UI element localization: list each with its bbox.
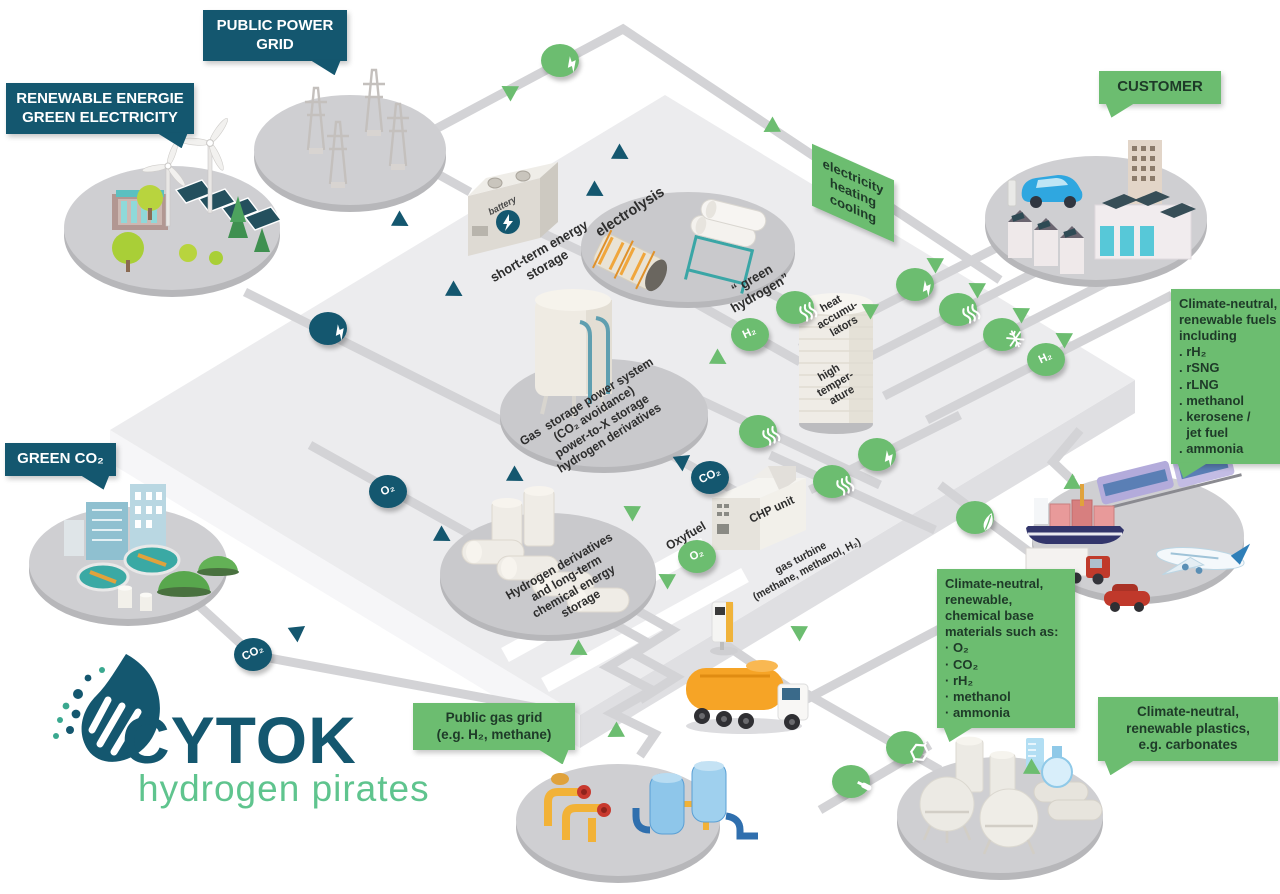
brand-name: CYTOK (122, 703, 357, 777)
callout-text: Public gas grid (e.g. H₂, methane) (436, 710, 552, 742)
trees-icon (112, 185, 270, 272)
fuel-dispenser-icon (710, 601, 738, 656)
battery-icon (468, 162, 558, 256)
callout-renewable-green-electricity: RENEWABLE ENERGIE GREEN ELECTRICITY (6, 83, 194, 149)
ship-icon (1026, 484, 1124, 544)
callout-renewable-fuels: Climate-neutral, renewable fuels includi… (1171, 289, 1280, 479)
badge-label: CO₂ (240, 643, 266, 664)
callout-green-co2: GREEN CO₂ (5, 443, 116, 490)
red-car-icon (1104, 584, 1150, 612)
callout-text: CUSTOMER (1117, 78, 1203, 95)
lightning-badge (896, 267, 934, 301)
badge-label: H₂ (741, 325, 759, 342)
h2-badge: H₂ (731, 317, 769, 351)
heat-waves-badge (939, 292, 981, 326)
electrolyser-icon (592, 229, 668, 292)
brand-tagline: hydrogen pirates (138, 768, 430, 809)
customer-buildings-icon (1008, 140, 1196, 274)
tanker-truck-icon (686, 660, 809, 734)
chemical-plant-icon (919, 736, 1103, 855)
electric-car-icon (1007, 175, 1083, 208)
callout-public-gas-grid: Public gas grid (e.g. H₂, methane) (413, 703, 575, 765)
route-platform-transport (1046, 427, 1084, 484)
co2-badge: CO₂ (691, 460, 729, 494)
callout-text: Climate-neutral, renewable fuels includi… (1179, 296, 1278, 456)
illustrations (64, 68, 1251, 855)
callout-renewable-plastics: Climate-neutral, renewable plastics, e.g… (1098, 697, 1278, 776)
platform-channel (541, 567, 749, 693)
cytok-logo-icon (53, 654, 160, 762)
hydrogen-tanks-icon (683, 199, 767, 294)
station-renewable-energy (64, 166, 280, 297)
waste-water-plant-icon (64, 484, 239, 611)
callout-text: Climate-neutral, renewable, chemical bas… (945, 576, 1059, 720)
o2-badge: O₂ (369, 474, 407, 508)
wind-turbine-icon (179, 117, 228, 214)
heat-waves-badge (739, 414, 781, 448)
callout-text: Climate-neutral, renewable plastics, e.g… (1126, 704, 1250, 753)
lightning-badge (858, 437, 896, 471)
storage-tank-icon (535, 289, 612, 418)
h2-badge: H₂ (1027, 342, 1065, 376)
callout-text: PUBLIC POWER GRID (216, 17, 334, 53)
callout-public-power-grid: PUBLIC POWER GRID (203, 10, 347, 76)
badge-label: H₂ (1037, 350, 1055, 367)
route-renewable-to-platform (242, 287, 543, 445)
chp-unit-icon (712, 466, 806, 550)
callout-text: RENEWABLE ENERGIE GREEN ELECTRICITY (16, 90, 184, 126)
airplane-icon (1156, 543, 1251, 576)
station-public-power-grid (254, 95, 446, 212)
badge-label: O₂ (687, 546, 706, 564)
callout-customer: CUSTOMER (1099, 71, 1221, 118)
o2-badge: O₂ (678, 539, 716, 573)
snowflake-badge (983, 317, 1025, 351)
badge-label: CO₂ (697, 466, 723, 487)
callout-chemical-base-materials: Climate-neutral, renewable, chemical bas… (937, 569, 1075, 742)
bottle-badge (832, 764, 872, 798)
lightning-badge (309, 311, 347, 345)
heat-waves-badge (813, 464, 855, 498)
lightning-badge (541, 43, 579, 77)
badge-label: O₂ (378, 481, 397, 499)
route-heat-chp (768, 450, 937, 535)
leaf-badge (956, 500, 994, 534)
power-pylon-icon (305, 68, 409, 188)
co2-badge: CO₂ (234, 637, 272, 671)
route-gas-grid-zigzag2 (625, 604, 685, 704)
molecule-badge (886, 730, 930, 764)
gas-grid-icon (544, 761, 758, 842)
callout-text: GREEN CO₂ (17, 450, 104, 467)
heat-waves-badge (776, 290, 818, 324)
derivative-tanks-icon (461, 486, 630, 613)
wind-turbine-icon (142, 141, 186, 227)
